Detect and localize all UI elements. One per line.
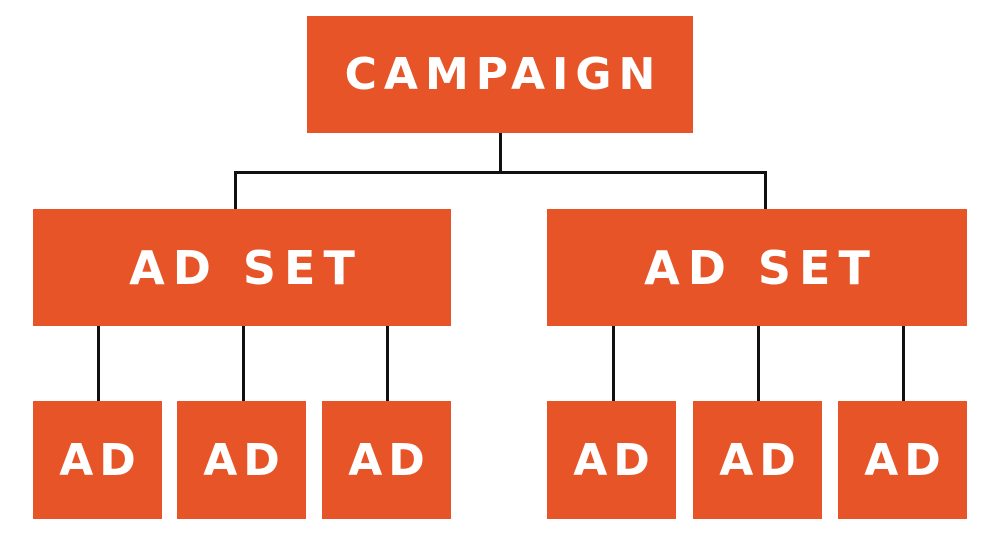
- ad-box: AD: [33, 401, 162, 519]
- ad-set-label: AD SET: [129, 240, 363, 295]
- ad-box: AD: [322, 401, 451, 519]
- connector-to-adset-right: [764, 171, 767, 209]
- connector-adset-left-ad-1: [97, 326, 100, 401]
- campaign-box: CAMPAIGN: [307, 16, 693, 133]
- ad-label: AD: [864, 434, 947, 486]
- connector-adset-left-ad-2: [242, 326, 245, 401]
- connector-campaign-down: [499, 133, 502, 173]
- ad-set-label: AD SET: [644, 240, 878, 295]
- ad-set-box-left: AD SET: [33, 209, 451, 326]
- ad-label: AD: [573, 434, 656, 486]
- ad-set-box-right: AD SET: [547, 209, 967, 326]
- connector-adset-right-ad-2: [757, 326, 760, 401]
- ad-label: AD: [348, 434, 431, 486]
- connector-adset-right-ad-1: [612, 326, 615, 401]
- ad-label: AD: [203, 434, 286, 486]
- ad-box: AD: [547, 401, 676, 519]
- connector-campaign-horizontal: [234, 171, 767, 174]
- connector-adset-left-ad-3: [386, 326, 389, 401]
- ad-label: AD: [59, 434, 142, 486]
- ad-box: AD: [693, 401, 822, 519]
- ad-box: AD: [177, 401, 306, 519]
- ad-label: AD: [719, 434, 802, 486]
- campaign-label: CAMPAIGN: [344, 49, 663, 100]
- ad-box: AD: [838, 401, 967, 519]
- connector-adset-right-ad-3: [902, 326, 905, 401]
- connector-to-adset-left: [234, 171, 237, 209]
